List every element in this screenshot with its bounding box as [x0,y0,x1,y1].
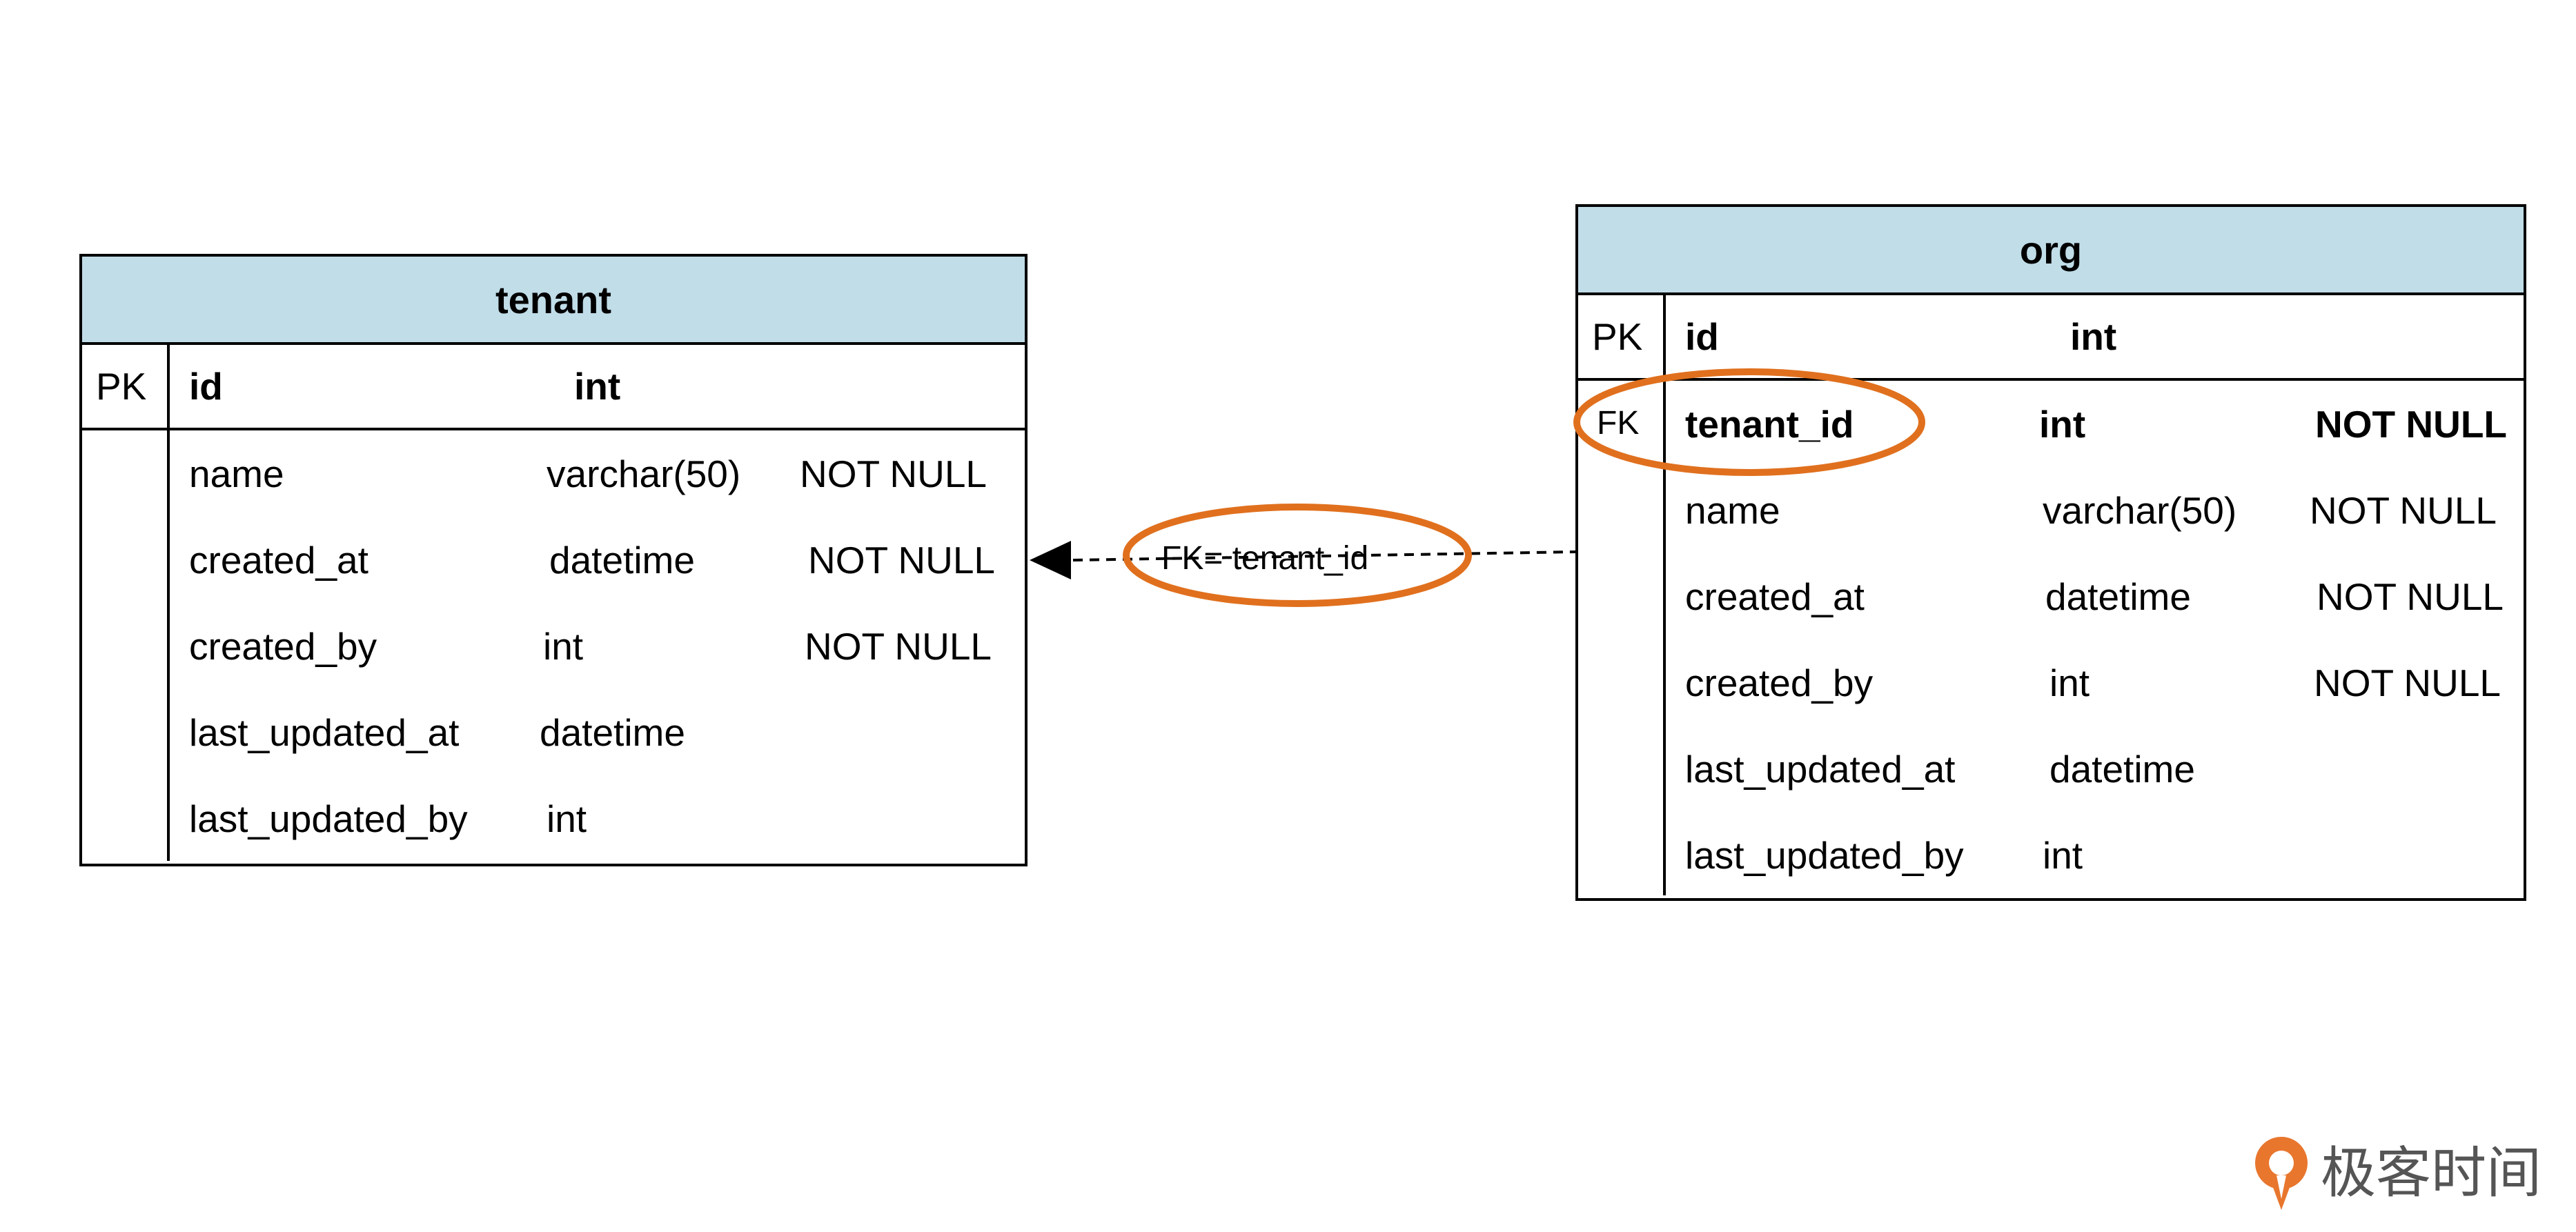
org-field-name: last_updated_at [1685,748,1956,791]
org-field-constraint: NOT NULL [2310,489,2497,532]
tenant-field-type: varchar(50) [547,453,741,495]
brand-logo-text: 极客时间 [2321,1142,2541,1204]
org-field-constraint: NOT NULL [2317,575,2504,618]
org-field-name: name [1685,489,1780,532]
org-fk-constraint: NOT NULL [2315,403,2508,446]
tenant-table-header: tenant [82,257,1025,345]
relation-line [1072,550,1576,562]
tenant-field-constraint: NOT NULL [808,539,995,582]
org-pk-name: id [1685,315,1719,358]
tenant-field-name: created_at [189,539,368,582]
org-pk-row: PK id int [1578,292,2524,381]
brand-logo: 极客时间 [2250,1135,2541,1211]
tenant-table-title: tenant [495,277,611,321]
geek-logo-icon [2255,1137,2308,1210]
org-table-header: org [1578,207,2524,295]
tenant-field-type: datetime [540,711,685,754]
org-table: org PK id int FK tenant_id int NOT NULL … [1575,204,2526,901]
tenant-field-constraint: NOT NULL [805,625,992,668]
tenant-table: tenant PK id int name varchar(50) NOT NU… [79,254,1028,866]
org-field-name: created_by [1685,662,1874,704]
org-field-name: created_at [1685,575,1865,618]
org-key-divider [1663,292,1666,895]
tenant-field-name: created_by [189,625,377,668]
tenant-pk-key: PK [96,365,147,408]
tenant-pk-name: id [189,365,223,408]
org-table-title: org [2019,228,2083,272]
tenant-pk-type: int [574,365,621,408]
fk-highlight-ellipse [1573,368,1925,476]
org-pk-key: PK [1592,315,1643,358]
tenant-field-constraint: NOT NULL [800,453,987,495]
org-pk-type: int [2070,315,2117,358]
relation-label: FK= tenant_id [1161,540,1369,577]
org-field-type: varchar(50) [2043,489,2237,532]
org-fk-type: int [2039,403,2086,446]
org-field-name: last_updated_by [1685,834,1964,877]
org-field-constraint: NOT NULL [2314,662,2501,704]
org-field-type: int [2049,662,2090,704]
org-fk-key: FK [1597,405,1640,441]
tenant-key-divider [167,342,170,861]
tenant-pk-row: PK id int [82,342,1025,430]
relation-highlight-ellipse [1123,504,1472,607]
org-field-type: int [2043,834,2083,877]
tenant-field-type: datetime [549,539,695,582]
org-fk-name: tenant_id [1685,403,1854,446]
tenant-field-name: last_updated_by [189,797,468,840]
tenant-field-name: name [189,453,284,495]
tenant-field-type: int [543,625,584,668]
tenant-field-type: int [547,797,587,840]
org-field-type: datetime [2045,575,2191,618]
relation-arrowhead [1030,541,1071,579]
org-field-type: datetime [2049,748,2195,791]
tenant-field-name: last_updated_at [189,711,460,754]
